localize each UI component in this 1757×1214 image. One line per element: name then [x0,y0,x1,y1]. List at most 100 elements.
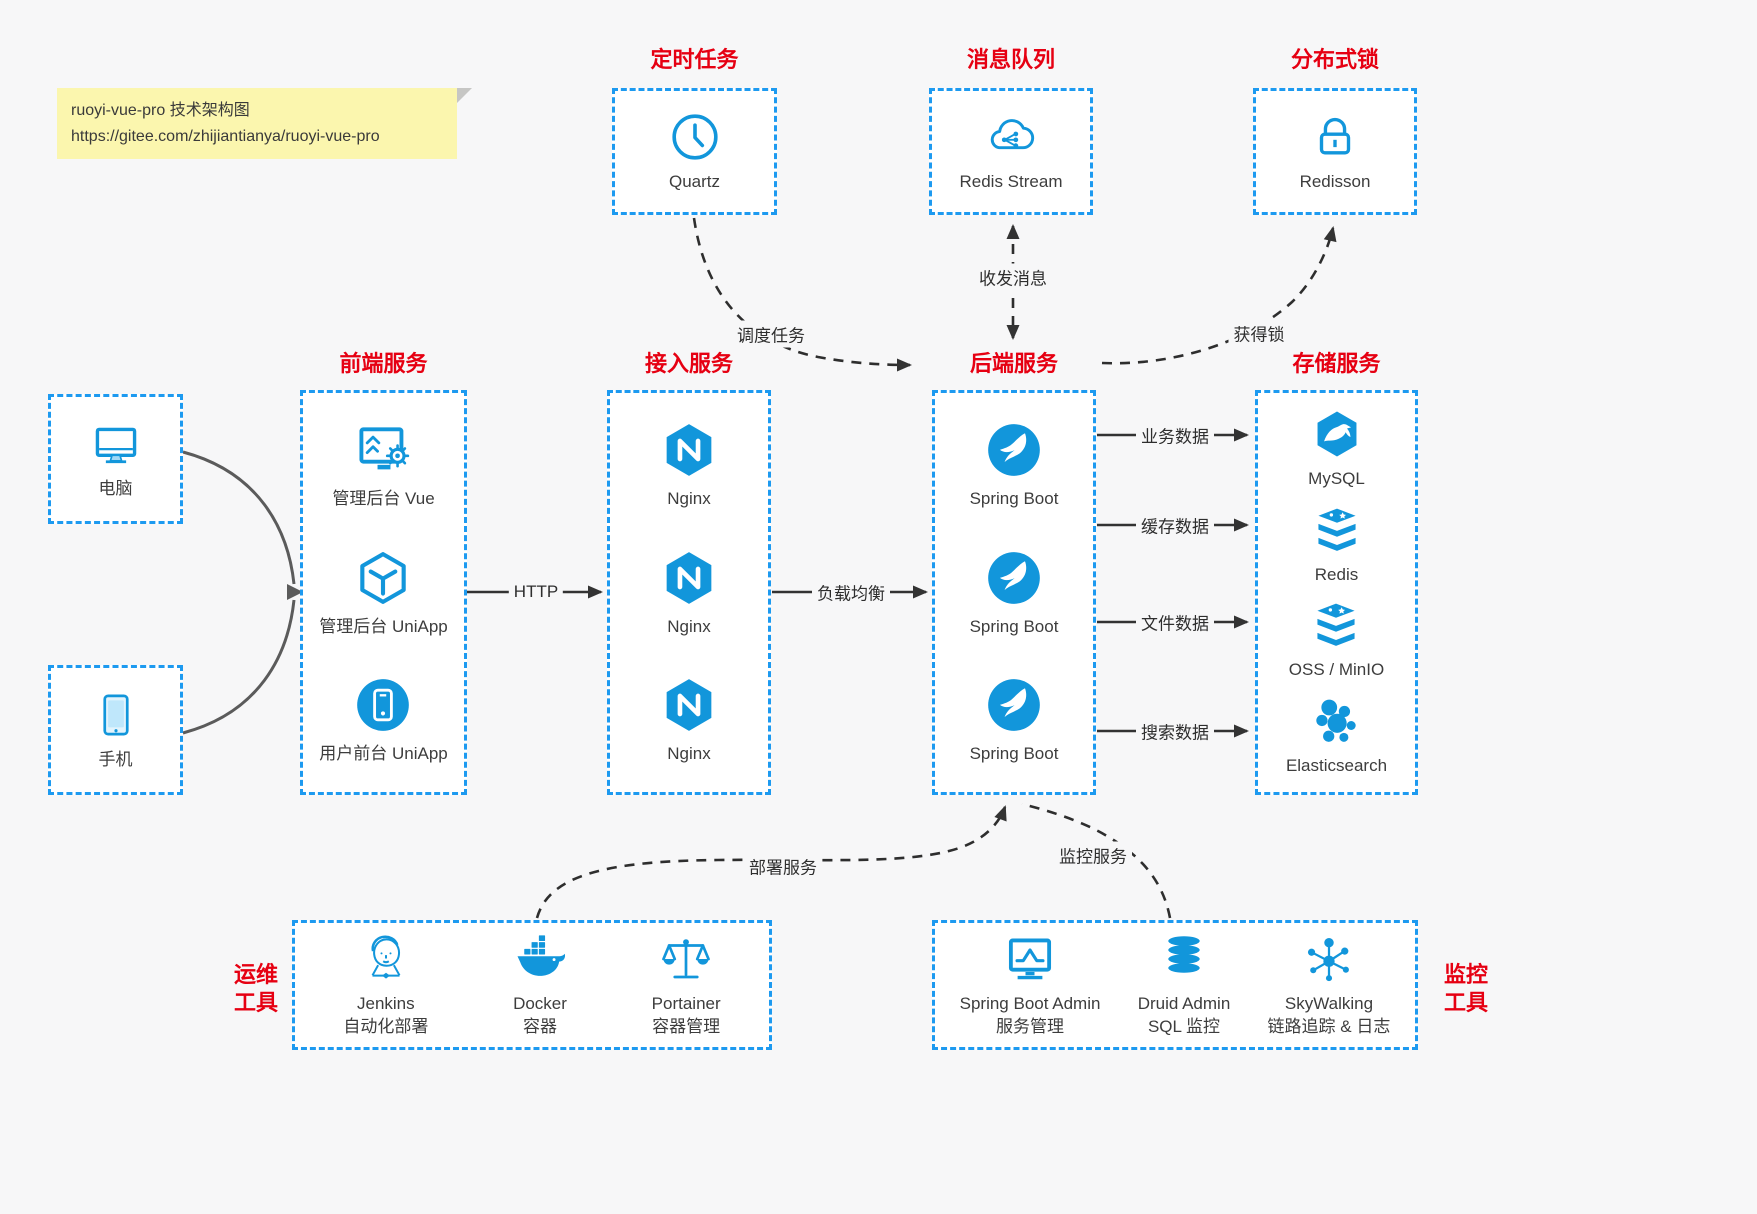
mobile-client-item: 手机 [89,688,143,772]
nginx-item: Nginx [658,674,720,766]
elasticsearch-label: Elasticsearch [1285,756,1388,776]
column-title-storage: 存储服务 [1292,351,1381,376]
nginx-label: Nginx [667,744,711,764]
oss-icon [1309,598,1363,652]
spring-icon [983,547,1045,609]
admin-vue-icon [353,419,415,481]
group-title-distributed-lock: 分布式锁 [1290,47,1379,72]
nginx-item: Nginx [658,419,720,511]
jenkins-label: Jenkins 自动化部署 [343,993,428,1039]
acquire-lock-curve [1101,226,1337,365]
spring-boot-label: Spring Boot [969,488,1059,508]
group-title-message-queue: 消息队列 [966,47,1055,72]
redis-icon [1310,503,1364,557]
skywalking-label: SkyWalking 链路追踪 & 日志 [1268,993,1391,1039]
pc-client-box: 电脑 [48,394,183,524]
spring-boot-item: Spring Boot [969,674,1059,766]
sticky-note: ruoyi-vue-pro 技术架构图 https://gitee.com/zh… [57,88,472,160]
admin-vue-label: 管理后台 Vue [332,488,435,508]
skywalking-desc: 链路追踪 & 日志 [1267,1016,1391,1036]
mobile-client-box: 手机 [48,665,183,795]
nginx-icon [658,547,720,609]
user-uniapp-label: 用户前台 UniApp [319,744,448,764]
network-hub-icon [1302,932,1356,986]
skywalking-name: SkyWalking [1284,993,1374,1013]
spring-boot-item: Spring Boot [969,419,1059,511]
jenkins-name: Jenkins [357,993,415,1013]
note-fold-corner [457,88,472,103]
gateway-column-box: Nginx Nginx Nginx [607,390,771,795]
spring-boot-label: Spring Boot [969,616,1059,636]
elasticsearch-item: Elasticsearch [1286,694,1387,778]
spring-boot-admin-desc: 服务管理 [996,1016,1065,1036]
acquire-lock-edge-label: 获得锁 [1228,319,1290,347]
redisson-label: Redisson [1299,171,1371,191]
spring-boot-admin-label: Spring Boot Admin 服务管理 [960,993,1101,1039]
admin-uniapp-item: 管理后台 UniApp [319,547,448,639]
redisson-item: Redisson [1299,110,1371,194]
druid-admin-desc: SQL 监控 [1147,1016,1221,1036]
spring-boot-label: Spring Boot [969,744,1059,764]
http-edge-label: HTTP [508,581,564,603]
quartz-box: Quartz [612,88,777,215]
lock-icon [1308,110,1362,164]
druid-admin-name: Druid Admin [1137,993,1231,1013]
mysql-icon [1310,407,1364,461]
admin-uniapp-label: 管理后台 UniApp [319,616,448,636]
cache-data-edge-label: 缓存数据 [1136,511,1214,539]
redisson-box: Redisson [1253,88,1417,215]
jenkins-desc: 自动化部署 [343,1016,429,1036]
spring-boot-admin-name: Spring Boot Admin [959,993,1101,1013]
skywalking-item: SkyWalking 链路追踪 & 日志 [1268,932,1391,1039]
admin-vue-item: 管理后台 Vue [332,419,435,511]
clock-icon [668,110,722,164]
monitor-tools-title-line1: 监控 [1443,962,1488,987]
redis-label: Redis [1314,564,1359,584]
backend-column-box: Spring Boot Spring Boot Spring Boot [932,390,1096,795]
redis-stream-label: Redis Stream [959,171,1063,191]
nginx-item: Nginx [658,547,720,639]
note-title: ruoyi-vue-pro 技术架构图 [71,102,250,119]
cloud-queue-icon [984,110,1038,164]
monitor-tools-title-line2: 工具 [1443,989,1488,1015]
oss-item: OSS / MinIO [1289,598,1384,682]
ops-tools-title: 运维 工具 [228,961,284,1016]
jenkins-item: Jenkins 自动化部署 [343,932,428,1039]
user-app-icon [352,674,414,736]
message-edge-label: 收发消息 [974,263,1052,291]
monitor-edge-label: 监控服务 [1054,841,1132,869]
spring-boot-item: Spring Boot [969,547,1059,639]
monitor-chart-icon [1003,932,1057,986]
nginx-icon [658,419,720,481]
monitor-tools-title: 监控 工具 [1438,961,1494,1016]
quartz-item: Quartz [668,110,722,194]
uniapp-cube-icon [352,547,414,609]
nginx-label: Nginx [667,616,711,636]
nginx-icon [658,674,720,736]
column-title-frontend: 前端服务 [339,351,428,376]
ops-tools-title-line1: 运维 [233,962,278,987]
schedule-task-edge-label: 调度任务 [732,320,810,348]
pc-client-item: 电脑 [89,417,143,501]
mobile-client-label: 手机 [98,750,133,770]
quartz-label: Quartz [668,171,721,191]
docker-icon [513,932,567,986]
spring-boot-admin-item: Spring Boot Admin 服务管理 [960,932,1101,1039]
deploy-edge-label: 部署服务 [744,852,822,880]
redis-stream-box: Redis Stream [929,88,1093,215]
client-merge-curves [182,450,296,735]
column-title-backend: 后端服务 [969,351,1058,376]
phone-icon [89,688,143,742]
ops-tools-title-line2: 工具 [233,989,278,1015]
storage-column-box: MySQL Redis OSS / MinIO Elasticsearch [1255,390,1418,795]
jenkins-icon [359,932,413,986]
